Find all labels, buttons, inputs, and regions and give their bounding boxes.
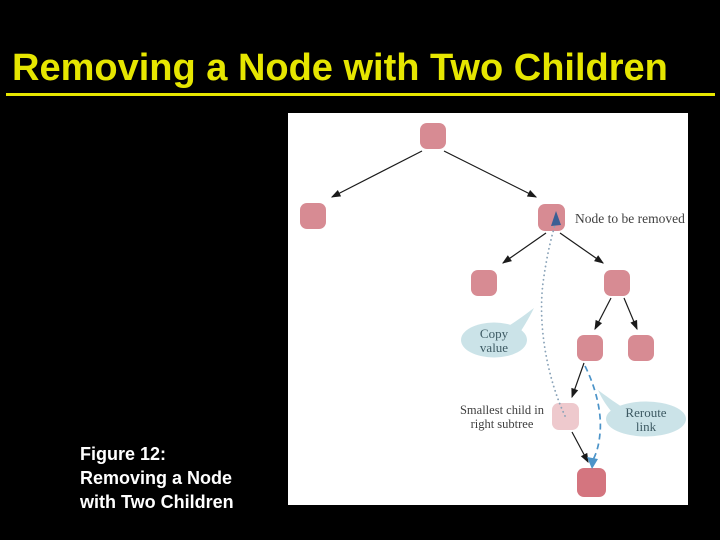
figure-caption-line2: Removing a Node — [80, 468, 233, 488]
node-to-be-removed-label: Node to be removed — [575, 211, 685, 226]
figure-caption: Figure 12: Removing a Node with Two Chil… — [80, 442, 234, 514]
tree-node-to-be-removed — [538, 204, 565, 231]
copy-value-blue-arrowhead — [551, 211, 561, 226]
tree-node-smallest-child-right-child — [577, 468, 606, 497]
edge-smallest-to-child — [571, 431, 589, 464]
tree-node-removed-right-child — [604, 270, 630, 296]
edge-right-to-left-grandchild — [594, 297, 612, 331]
copy-value-dotted-path — [540, 224, 566, 417]
reroute-dashed-path — [584, 365, 602, 461]
tree-node-removed-left-child — [471, 270, 497, 296]
figure-panel: Copy value Reroute link Node to be remov… — [288, 113, 688, 505]
tree-node-left-child — [300, 203, 326, 229]
copy-value-label-line2: value — [480, 340, 508, 355]
edge-root-to-left — [330, 150, 423, 198]
reroute-link-bubble — [606, 401, 686, 437]
figure-caption-line3: with Two Children — [80, 492, 234, 512]
figure-caption-line1: Figure 12: — [80, 444, 167, 464]
reroute-link-label-line2: link — [636, 419, 657, 434]
tree-node-right-subtree-right-grandchild — [628, 335, 654, 361]
edge-removed-to-left — [502, 232, 547, 264]
reroute-link-bubble-tail — [598, 390, 622, 411]
edge-right-to-right-grandchild — [623, 297, 638, 331]
smallest-child-label-line1: Smallest child in — [460, 403, 545, 417]
smallest-child-label-line2: right subtree — [471, 417, 534, 431]
slide-title: Removing a Node with Two Children — [12, 47, 668, 89]
tree-node-right-subtree-left-grandchild — [577, 335, 603, 361]
copy-value-bubble-tail — [507, 308, 534, 331]
tree-diagram: Copy value Reroute link Node to be remov… — [300, 123, 686, 497]
reroute-link-label-line1: Reroute — [625, 405, 666, 420]
edge-grandchild-to-smallest — [571, 362, 585, 399]
copy-value-bubble — [461, 322, 527, 358]
edge-root-to-removed — [443, 150, 538, 198]
reroute-blue-arrowhead — [587, 457, 598, 469]
copy-value-label-line1: Copy — [480, 326, 509, 341]
edge-removed-to-right — [559, 232, 604, 264]
tree-node-root — [420, 123, 446, 149]
title-underline — [6, 93, 715, 96]
